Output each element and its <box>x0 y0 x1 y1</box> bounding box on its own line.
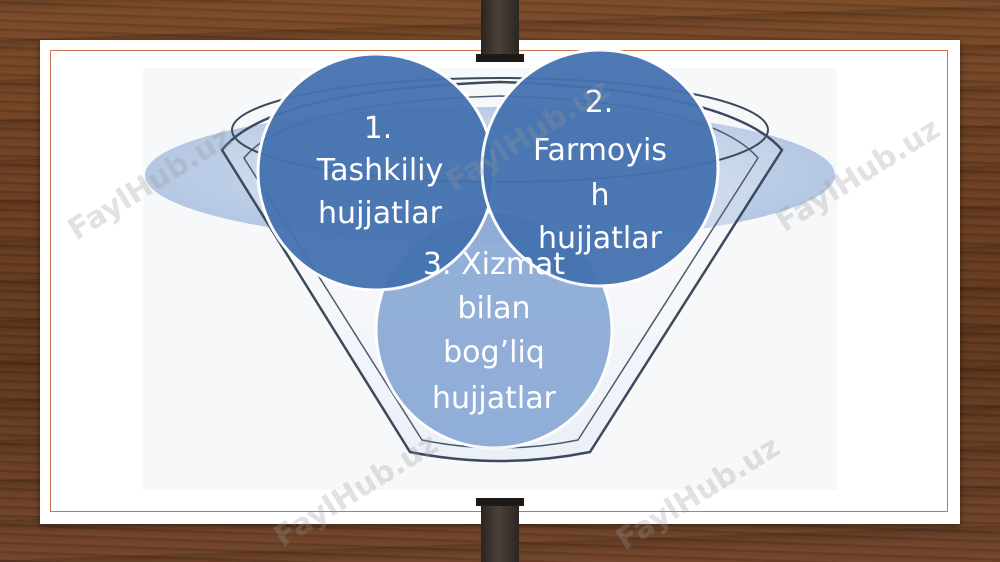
item-2-line-2: Farmoyis <box>533 133 667 168</box>
item-1-line-2: Tashkiliy <box>316 153 444 188</box>
item-2-line-1: 2. <box>585 85 614 120</box>
bottom-post-cap <box>476 498 524 506</box>
item-3-line-2: bilan <box>457 291 530 326</box>
bottom-post <box>481 500 519 562</box>
item-3-line-4: hujjatlar <box>432 381 557 416</box>
item-3-line-3: bog’liq <box>443 335 545 370</box>
circle-item-2 <box>480 48 720 288</box>
item-2-line-3: h <box>590 178 609 213</box>
item-1-line-1: 1. <box>364 111 393 146</box>
item-2-line-4: hujjatlar <box>538 221 663 256</box>
item-1-line-3: hujjatlar <box>318 196 443 231</box>
top-post <box>481 0 519 60</box>
top-post-cap <box>476 54 524 62</box>
item-3-line-1: 3. Xizmat <box>423 247 565 282</box>
